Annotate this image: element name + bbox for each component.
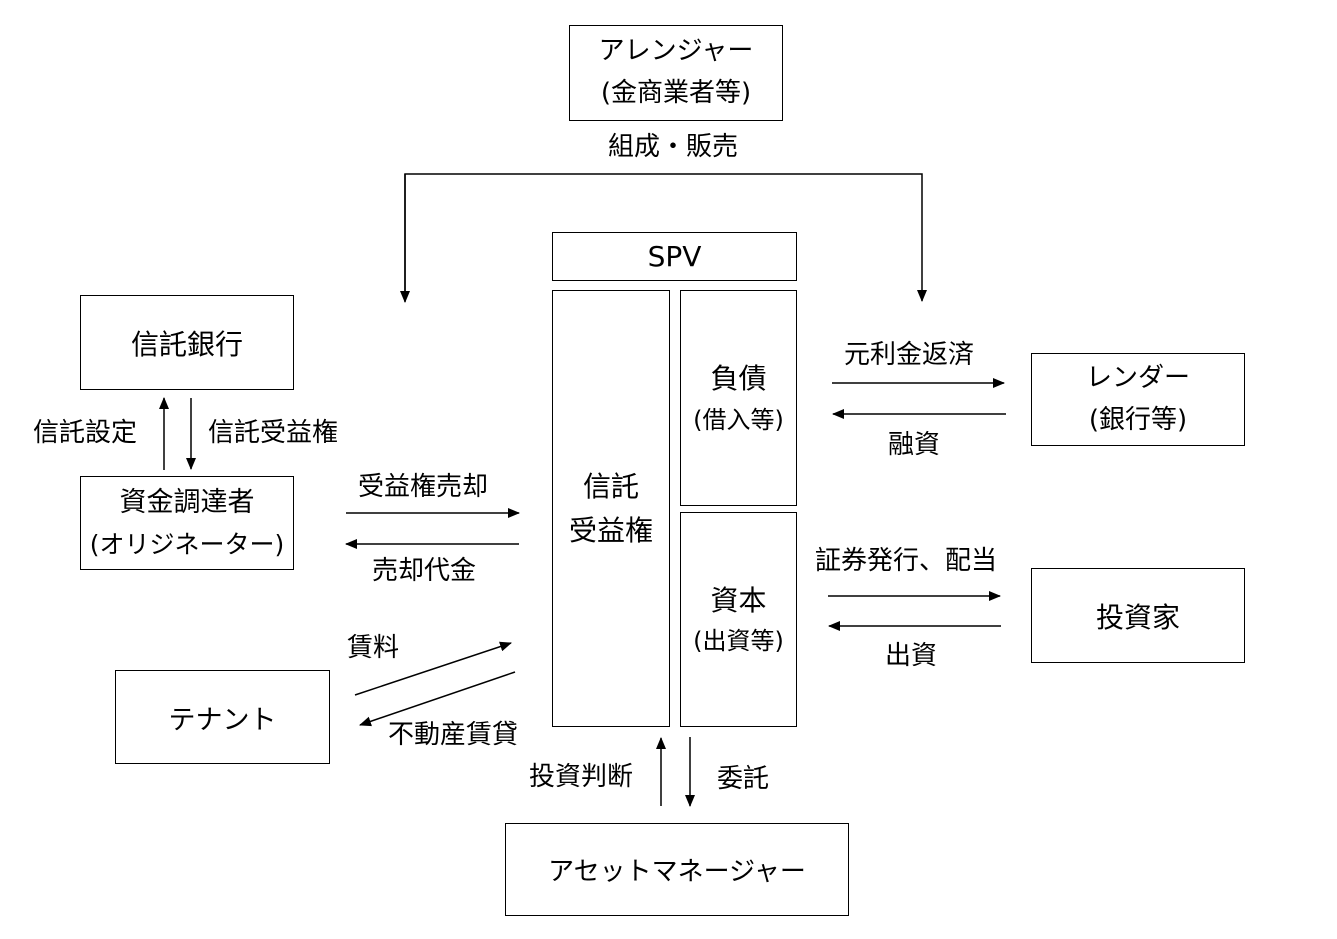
originator-line2: (オリジネーター)	[89, 529, 285, 559]
originator-box: 資金調達者 (オリジネーター)	[80, 476, 294, 570]
investor-box: 投資家	[1031, 568, 1245, 663]
capital-line1: 資本	[710, 583, 767, 617]
liability-line2: (借入等)	[693, 405, 784, 434]
arranger-line2: (金商業者等)	[600, 78, 752, 108]
spv-box: SPV	[552, 232, 797, 281]
capital-box: 資本 (出資等)	[680, 512, 797, 727]
trust-beneficiary-line2: 受益権	[568, 513, 653, 547]
arrow-rent	[354, 641, 512, 696]
label-securities-issue: 証券発行、配当	[815, 546, 998, 576]
label-investment: 出資	[885, 641, 938, 671]
label-sale-proceeds: 売却代金	[372, 556, 477, 586]
label-entrustment: 委託	[717, 764, 770, 794]
asset-manager-box: アセットマネージャー	[505, 823, 849, 916]
label-financing: 融資	[888, 430, 941, 460]
originator-line1: 資金調達者	[119, 487, 255, 519]
label-trust-beneficiary-right: 信託受益権	[208, 418, 339, 448]
investor-label: 投資家	[1095, 600, 1180, 634]
asset-manager-label: アセットマネージャー	[548, 857, 806, 887]
arranger-line1: アレンジャー	[598, 36, 754, 67]
trust-bank-box: 信託銀行	[80, 295, 294, 390]
label-structuring-sales: 組成・販売	[608, 132, 739, 162]
trust-beneficiary-line1: 信託	[582, 470, 639, 504]
arrow-real-estate-lease	[359, 671, 516, 727]
liability-line1: 負債	[710, 362, 767, 396]
label-real-estate-lease: 不動産賃貸	[388, 720, 519, 750]
label-investment-decision: 投資判断	[529, 762, 634, 792]
lender-line1: レンダー	[1085, 362, 1190, 393]
tenant-label: テナント	[168, 704, 277, 736]
spv-label: SPV	[647, 240, 702, 273]
trust-bank-label: 信託銀行	[130, 327, 243, 361]
label-repayment: 元利金返済	[844, 340, 975, 370]
trust-beneficiary-box: 信託 受益権	[552, 290, 670, 727]
lender-box: レンダー (銀行等)	[1031, 353, 1245, 446]
label-sale-beneficiary-right: 受益権売却	[358, 472, 489, 502]
lender-line2: (銀行等)	[1088, 404, 1188, 435]
label-trust-setting: 信託設定	[33, 418, 138, 448]
arranger-box: アレンジャー (金商業者等)	[569, 25, 783, 121]
tenant-box: テナント	[115, 670, 330, 764]
capital-line2: (出資等)	[693, 627, 784, 655]
liability-box: 負債 (借入等)	[680, 290, 797, 506]
label-rent: 賃料	[347, 633, 400, 663]
